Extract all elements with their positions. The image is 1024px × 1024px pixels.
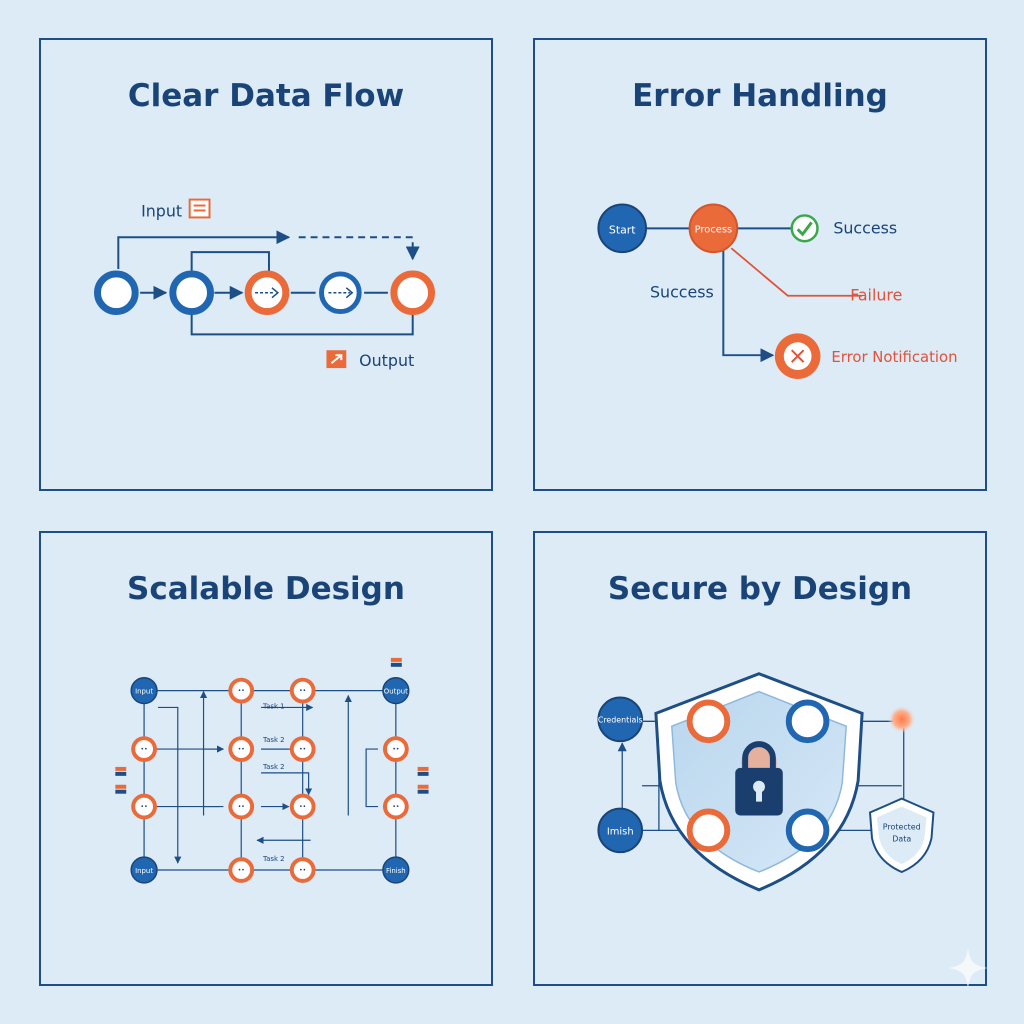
- secure-design-diagram: Credentials Imish Protected Data: [597, 672, 935, 892]
- panel-title: Secure by Design: [607, 571, 913, 607]
- output-node-top: Output: [382, 676, 410, 705]
- alert-glow: [887, 705, 916, 734]
- credentials-node: Credentials: [597, 696, 644, 743]
- svg-text:••: ••: [238, 867, 245, 874]
- success-branch-label: Success: [650, 283, 714, 302]
- error-x-icon: [774, 333, 821, 379]
- svg-text:Data: Data: [892, 834, 911, 843]
- return-line: [190, 312, 414, 336]
- process-label: Process: [695, 224, 733, 235]
- database-icon: [417, 766, 429, 794]
- task-node: ••: [131, 736, 157, 762]
- panel-error-handling: Error Handling Start Process Success Suc…: [533, 38, 987, 491]
- svg-text:••: ••: [392, 804, 399, 811]
- flow-node: [319, 271, 362, 315]
- flow-node: [244, 270, 290, 316]
- finish-node: Finish: [382, 856, 410, 884]
- input-icon: [188, 198, 211, 219]
- panel-title: Scalable Design: [127, 571, 405, 607]
- svg-text:••: ••: [238, 804, 245, 811]
- task-node: ••: [289, 736, 316, 762]
- input-node-bottom: Input: [130, 856, 158, 884]
- secure-node: [785, 699, 830, 744]
- panel-secure-by-design: Secure by Design: [533, 531, 987, 986]
- secure-node: [785, 808, 830, 853]
- svg-text:••: ••: [141, 746, 148, 753]
- bypass-line: [190, 251, 270, 273]
- success-check-icon: [790, 214, 819, 243]
- svg-text:Input: Input: [135, 688, 153, 696]
- secure-node: [686, 699, 731, 744]
- svg-text:••: ••: [299, 688, 306, 695]
- task-label: Task 2: [262, 763, 285, 771]
- panel-scalable-design: Scalable Design: [39, 531, 493, 986]
- task-node-grid: •• •• •• •• •• •• •• •• •• •• •• ••: [131, 677, 409, 883]
- svg-text:••: ••: [392, 746, 399, 753]
- task-node: ••: [228, 793, 255, 820]
- error-handling-diagram: Start Process Success Success Failure Er…: [597, 203, 958, 379]
- task-node: ••: [382, 793, 409, 820]
- dashed-arrow: [298, 236, 420, 261]
- svg-text:••: ••: [238, 688, 245, 695]
- flow-node: [390, 270, 435, 316]
- svg-text:••: ••: [141, 804, 148, 811]
- task-label: Task 2: [262, 736, 285, 744]
- svg-text:••: ••: [299, 867, 306, 874]
- success-label: Success: [833, 218, 897, 237]
- start-label: Start: [609, 223, 636, 236]
- task-label: Task 2: [262, 855, 285, 863]
- svg-text:Imish: Imish: [607, 826, 634, 837]
- secure-node: [686, 808, 731, 853]
- svg-text:Output: Output: [384, 688, 408, 696]
- task-node: ••: [228, 857, 255, 883]
- data-flow-diagram: Input Output: [94, 198, 435, 370]
- flow-node: [94, 270, 139, 316]
- svg-text:••: ••: [299, 746, 306, 753]
- database-icon: [390, 657, 402, 667]
- task-node: ••: [382, 736, 409, 762]
- svg-text:••: ••: [299, 804, 306, 811]
- start-node: [597, 203, 648, 254]
- failure-label: Failure: [850, 286, 902, 305]
- task-node: ••: [131, 793, 157, 820]
- task-node: ••: [228, 736, 255, 762]
- scalable-design-diagram: Input Output Input Finish ••••••••••••••…: [115, 657, 429, 884]
- loop-arrow: [117, 230, 291, 269]
- task-node: ••: [289, 793, 316, 820]
- task-node: ••: [289, 677, 316, 704]
- output-icon: [326, 350, 347, 369]
- flow-node: [169, 270, 214, 316]
- svg-text:••: ••: [238, 746, 245, 753]
- svg-text:Protected: Protected: [883, 822, 921, 831]
- task-label: Task 1: [262, 702, 285, 710]
- task-node: ••: [289, 857, 316, 883]
- svg-text:Credentials: Credentials: [598, 715, 643, 724]
- database-icon: [115, 766, 127, 794]
- sparkle-icon: [948, 948, 988, 988]
- lock-icon: [735, 741, 783, 816]
- input-node-top: Input: [130, 676, 158, 705]
- svg-text:Input: Input: [135, 867, 153, 875]
- output-label: Output: [359, 351, 414, 370]
- process-node: [688, 203, 739, 254]
- panel-title: Clear Data Flow: [127, 78, 405, 114]
- error-notification-label: Error Notification: [831, 348, 957, 366]
- panel-clear-data-flow: Clear Data Flow Input: [39, 38, 493, 491]
- svg-text:Finish: Finish: [386, 867, 406, 875]
- input-label: Input: [141, 201, 182, 220]
- protected-data-shield-icon: Protected Data: [868, 797, 935, 874]
- panel-title: Error Handling: [632, 78, 888, 114]
- bottom-left-node: Imish: [597, 807, 644, 854]
- task-node: ••: [228, 677, 255, 704]
